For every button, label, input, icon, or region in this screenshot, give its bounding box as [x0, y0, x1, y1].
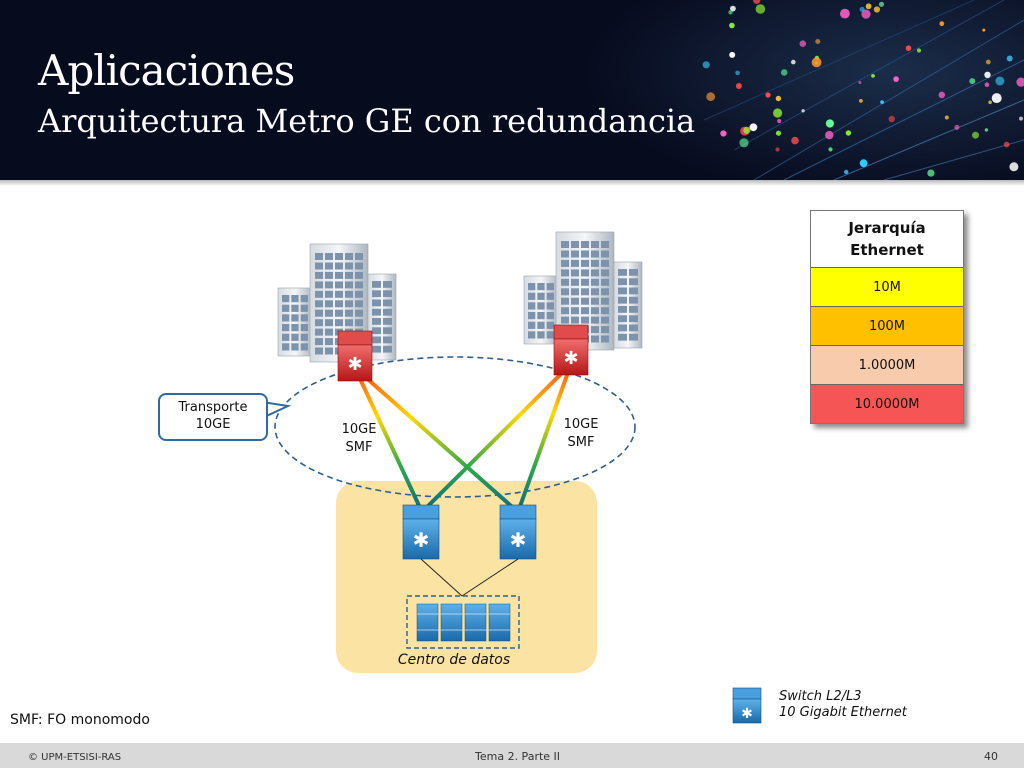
legend-label-type: Switch L2/L3 [779, 689, 862, 704]
router-switch-left-icon: ✱ [337, 330, 373, 382]
ethernet-hierarchy-table: Jerarquía Ethernet 10M 100M 1.0000M 10.0… [810, 210, 964, 424]
fiber-link [420, 362, 573, 514]
table-row: 10M [811, 267, 963, 306]
server-link [420, 558, 463, 597]
row-label: 1.0000M [858, 357, 916, 373]
table-row: 100M [811, 306, 963, 345]
svg-text:✱: ✱ [413, 528, 430, 552]
callout-text: Transporte 10GE [178, 400, 248, 432]
smf-note: SMF: FO monomodo [10, 712, 150, 728]
footer-copyright: © UPM-ETSISI-RAS [28, 752, 122, 763]
svg-text:✱: ✱ [347, 354, 362, 375]
link-label-right: 10GE SMF [563, 417, 599, 450]
fiber-link [516, 363, 573, 513]
slide-footer: © UPM-ETSISI-RAS Tema 2. Parte II 40 [0, 743, 1024, 768]
switch-l2-l3-icon: ✱ [732, 687, 762, 724]
transport-ring [274, 356, 636, 498]
slide-header: Aplicaciones Arquitectura Metro GE con r… [0, 0, 1024, 180]
row-label: 100M [868, 318, 906, 334]
server-icons [416, 603, 511, 642]
fiber-link [353, 366, 520, 514]
row-label: 10M [873, 279, 901, 295]
server-group [406, 595, 520, 649]
row-label: 10.0000M [854, 396, 920, 412]
slide-subtitle: Arquitectura Metro GE con redundancia [38, 102, 696, 140]
datacenter-area [336, 481, 597, 673]
server-link [461, 558, 519, 597]
table-row: 1.0000M [811, 345, 963, 384]
svg-text:✱: ✱ [741, 706, 753, 722]
fiber-optic-image [584, 0, 1024, 180]
fiber-link [353, 367, 424, 513]
slide-title: Aplicaciones [38, 46, 295, 95]
datacenter-label: Centro de datos [397, 652, 511, 668]
link-label-left: 10GE SMF [341, 422, 377, 455]
svg-text:✱: ✱ [563, 348, 578, 369]
building-left-icon [277, 243, 397, 363]
switch-l2-l3-icon: ✱ [402, 504, 440, 560]
svg-text:✱: ✱ [510, 528, 527, 552]
page-number: 40 [984, 750, 998, 763]
router-switch-right-icon: ✱ [553, 324, 589, 376]
legend-label-speed: 10 Gigabit Ethernet [779, 705, 907, 720]
footer-topic: Tema 2. Parte II [475, 750, 561, 763]
header-divider [0, 180, 1024, 186]
switch-l2-l3-icon: ✱ [499, 504, 537, 560]
table-header-label: Jerarquía Ethernet [848, 219, 926, 259]
table-header: Jerarquía Ethernet [811, 211, 963, 267]
transport-callout: Transporte 10GE [158, 393, 268, 441]
table-row: 10.0000M [811, 384, 963, 423]
